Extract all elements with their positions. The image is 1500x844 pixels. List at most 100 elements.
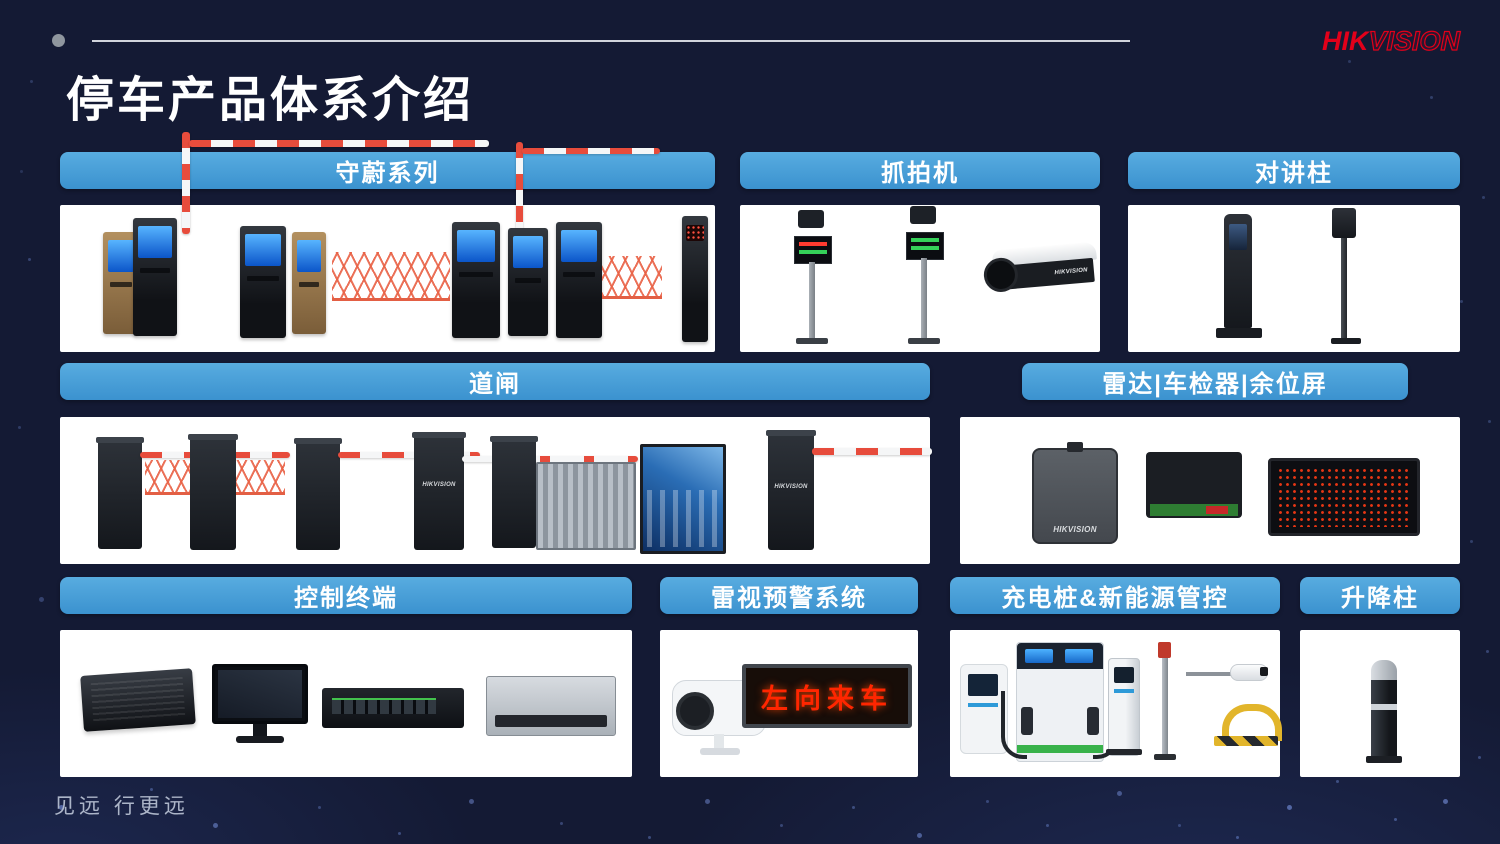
vent-grille	[90, 676, 186, 724]
industrial-pc-image	[486, 676, 616, 736]
kiosk-card-slot	[140, 268, 170, 273]
section-label: 守蔚系列	[335, 160, 440, 187]
pillar-screen	[1229, 224, 1247, 250]
barrier-gate-cabinet-image	[96, 437, 144, 549]
advertising-barrier-screen-image	[640, 444, 726, 554]
section-header-intercom-pillar: 对讲柱	[1128, 152, 1460, 189]
section-label: 充电桩&新能源管控	[1001, 585, 1229, 612]
bullet-camera-image: HIKVISION	[982, 241, 1106, 307]
station-screen	[1065, 649, 1093, 663]
entry-kiosk-image	[133, 218, 177, 336]
capture-camera-head	[910, 206, 936, 224]
capture-base	[796, 338, 828, 344]
kiosk-card-slot	[299, 282, 319, 287]
warning-camera-lens	[676, 692, 714, 730]
retractable-fence-image	[602, 256, 662, 299]
section-header-barrier-gate: 道闸	[60, 363, 930, 400]
cabinet-top	[188, 434, 238, 440]
warning-camera-base	[700, 748, 740, 755]
entry-kiosk-image	[452, 222, 500, 338]
barrier-arm-image	[338, 452, 480, 458]
cabinet-top	[96, 437, 144, 443]
panel-intercom-products	[1128, 205, 1460, 352]
capture-base	[908, 338, 940, 344]
section-label: 雷视预警系统	[711, 585, 867, 612]
kiosk-screen	[297, 240, 321, 272]
capture-pole	[809, 262, 815, 338]
control-terminal-box-image	[80, 668, 196, 732]
section-label: 升降柱	[1341, 585, 1419, 612]
charger-screen	[968, 674, 998, 696]
cabinet-top	[766, 430, 816, 436]
charging-gun-holster	[1021, 707, 1033, 735]
pole-charger-base	[1106, 749, 1142, 755]
barrier-arm-image	[462, 456, 638, 462]
kiosk-screen	[457, 230, 495, 262]
barrier-arm-image	[812, 448, 932, 455]
mini-camera-lens	[1260, 667, 1268, 676]
hikvision-logo: HIKVISION	[1321, 25, 1461, 57]
cabinet-brand-label: HIKVISION	[774, 484, 808, 490]
capture-camera-head	[798, 210, 824, 228]
vehicle-detector-image	[1146, 452, 1242, 518]
signal-pole	[1162, 658, 1168, 754]
entry-kiosk-image	[508, 228, 548, 336]
cabinet-top	[412, 432, 466, 438]
sliding-gate-cabinet-image	[490, 436, 538, 548]
intercom-pillar-image	[1216, 214, 1262, 340]
bollard-base	[1366, 756, 1402, 763]
led-dot-matrix	[1277, 467, 1411, 527]
page-title: 停车产品体系介绍	[66, 74, 475, 127]
camera-brand-label: HIKVISION	[1054, 267, 1089, 277]
pole-charger-image	[1106, 658, 1142, 756]
cabinet-top	[490, 436, 538, 442]
sliding-gate-grid-image	[536, 462, 636, 550]
pole-charger-screen	[1114, 667, 1134, 683]
intercom-pole	[1341, 238, 1347, 338]
signal-light-pole-image	[1152, 642, 1178, 760]
section-label: 雷达|车检器|余位屏	[1102, 371, 1328, 398]
kiosk-card-slot	[515, 278, 541, 283]
pole-charger-stripe	[1114, 689, 1134, 693]
section-header-charging-management: 充电桩&新能源管控	[950, 577, 1280, 614]
kiosk-screen	[138, 226, 172, 258]
charger-accent-stripe	[968, 703, 998, 707]
barrier-pole-image	[516, 142, 523, 230]
entry-kiosk-image	[556, 222, 602, 338]
charging-cable	[1001, 691, 1027, 759]
section-header-radar-vision-warning: 雷视预警系统	[660, 577, 918, 614]
barrier-gate-cabinet-image	[188, 434, 238, 550]
entry-kiosk-image	[240, 226, 286, 338]
ethernet-ports	[332, 698, 436, 714]
station-green-stripe	[1017, 745, 1103, 753]
logo-hik: HIK	[1321, 26, 1369, 56]
camera-arm	[1186, 672, 1264, 676]
barrier-arm-image	[189, 140, 489, 147]
network-switch-image	[322, 688, 464, 728]
lock-hoop	[1222, 704, 1282, 741]
footer-tagline: 见远 行更远	[54, 795, 189, 818]
remaining-space-led-screen-image	[1268, 458, 1420, 536]
section-header-lifting-bollard: 升降柱	[1300, 577, 1460, 614]
monitor-display	[218, 670, 302, 718]
lock-base	[1214, 736, 1278, 746]
station-screen	[1025, 649, 1053, 663]
kiosk-screen	[561, 230, 597, 262]
section-header-shouwei-series: 守蔚系列	[60, 152, 715, 189]
capture-led-screen	[794, 236, 832, 264]
led-sign-text: 左向来车	[761, 683, 893, 714]
led-line-green	[911, 246, 939, 250]
monitor-stand	[236, 736, 284, 743]
kiosk-screen	[108, 240, 134, 272]
bollard-body	[1371, 680, 1397, 756]
signal-base	[1154, 754, 1176, 760]
entry-kiosk-image	[292, 232, 326, 334]
charging-station-image	[1001, 642, 1119, 762]
particle-dots-decoration	[0, 0, 3, 3]
kiosk-screen	[513, 236, 543, 268]
radar-brand-label: HIKVISION	[1053, 525, 1097, 534]
section-header-capture-camera: 抓拍机	[740, 152, 1100, 189]
kiosk-card-slot	[247, 276, 279, 281]
cabinet-top	[294, 438, 342, 444]
capture-camera-unit-image	[902, 206, 946, 344]
